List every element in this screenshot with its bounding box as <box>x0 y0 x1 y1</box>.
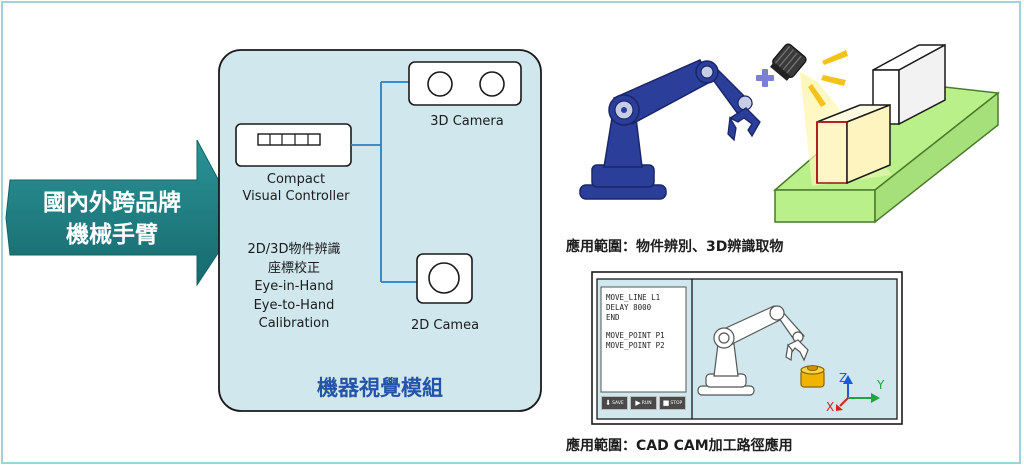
projector-camera-icon <box>770 43 807 81</box>
z-axis-label: Z <box>839 371 848 385</box>
module-title: 機器視覺模組 <box>317 376 443 400</box>
save-button[interactable]: ⬇SAVE <box>601 396 628 410</box>
3d-camera-label: 3D Camera <box>430 114 504 129</box>
code-line: MOVE_LINE L1 <box>606 293 661 302</box>
arm-brand-label-line2: 機械手臂 <box>66 222 158 248</box>
app2-caption: 應用範圍：CAD CAM加工路徑應用 <box>566 438 793 454</box>
stop-icon: ■ <box>662 399 670 407</box>
3d-camera-icon <box>408 61 522 106</box>
feature-item: Eye-in-Hand <box>254 279 334 294</box>
2d-camera-icon <box>416 253 473 304</box>
workpiece-icon <box>800 365 825 388</box>
front-cube <box>816 103 891 185</box>
code-line: DELAY 8000 <box>606 303 652 312</box>
connection-lines <box>351 81 417 283</box>
play-icon: ▶ <box>635 399 641 407</box>
controller-label-line2: Visual Controller <box>242 189 350 204</box>
2d-camera-label: 2D Camea <box>410 318 480 333</box>
arm-brand-label-line1: 國內外跨品牌 <box>43 190 181 216</box>
code-line: MOVE_POINT P2 <box>606 341 665 350</box>
arm-brand-arrow <box>5 139 241 287</box>
feature-item: Calibration <box>258 316 330 331</box>
run-button[interactable]: ▶RUN <box>630 396 657 410</box>
feature-list: 2D/3D物件辨識 座標校正 Eye-in-Hand Eye-to-Hand C… <box>222 241 366 334</box>
feature-item: 2D/3D物件辨識 <box>247 242 341 257</box>
controller-device <box>235 123 352 167</box>
robot-arm-illustration <box>579 59 761 200</box>
feature-item: Eye-to-Hand <box>253 297 335 313</box>
feature-item: 座標校正 <box>267 260 320 276</box>
code-line: END <box>606 313 620 322</box>
white-robot-illustration <box>697 305 809 396</box>
app1-caption: 應用範圍：物件辨別、3D辨識取物 <box>566 239 784 255</box>
plus-icon <box>756 69 774 87</box>
code-line: MOVE_POINT P1 <box>606 331 665 340</box>
light-rays-icon <box>808 50 848 107</box>
y-axis-label: Y <box>877 378 885 392</box>
xyz-axes-icon <box>836 375 880 411</box>
download-icon: ⬇ <box>605 399 612 407</box>
x-axis-label: X <box>826 400 835 414</box>
controller-label-line1: Compact <box>266 172 326 187</box>
stop-button[interactable]: ■STOP <box>659 396 686 410</box>
